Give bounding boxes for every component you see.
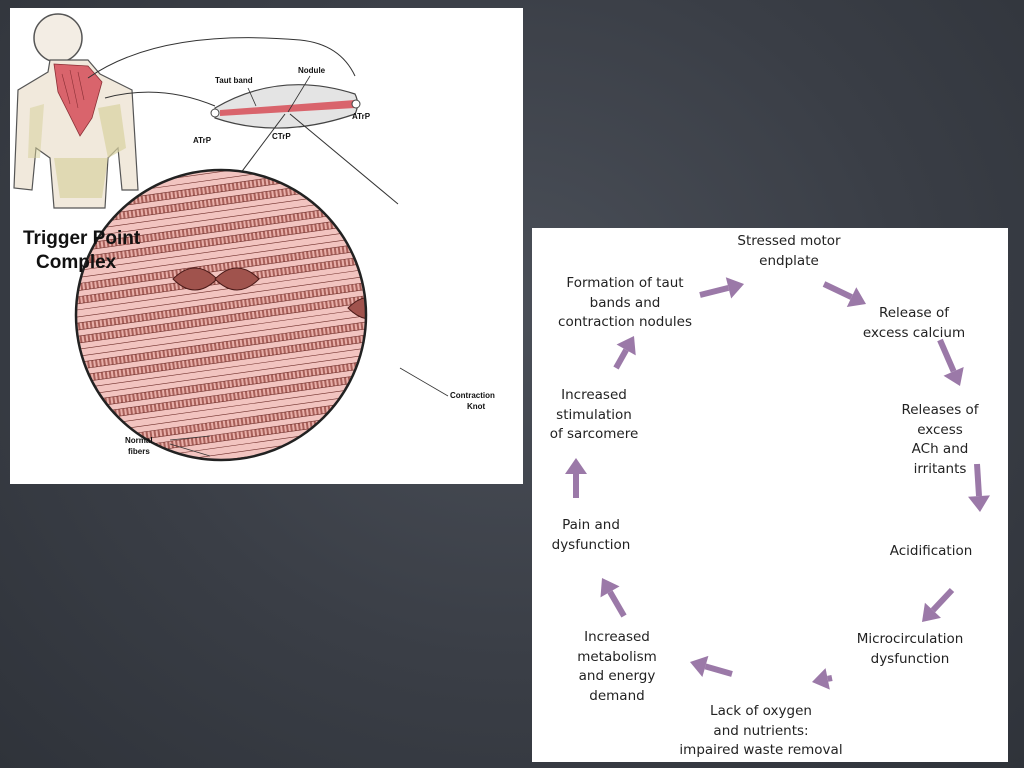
- cycle-arrow-shaft: [607, 590, 627, 618]
- fiber-row: [76, 267, 366, 319]
- cycle-arrow-shaft: [699, 284, 730, 298]
- cycle-arrows: [565, 277, 990, 690]
- figure-title-line-2: Complex: [36, 252, 117, 273]
- trigger-point-illustration: [13, 13, 449, 462]
- taut-band-label: Taut band: [215, 76, 253, 85]
- taut-band-diagram: [210, 75, 361, 129]
- fiber-row: [76, 216, 366, 268]
- contraction-knot-label-2: Knot: [467, 402, 486, 411]
- cycle-arrow-head: [600, 578, 620, 598]
- cycle-arrow-head: [725, 277, 744, 299]
- normal-fibers-label-1: Normal: [125, 436, 153, 445]
- cycle-arrow-shaft: [937, 338, 957, 373]
- fiber-row: [76, 306, 366, 358]
- normal-fibers-label-2: fibers: [128, 447, 150, 456]
- figure-title-line-1: Trigger Point: [23, 228, 141, 249]
- fiber-row: [76, 242, 366, 293]
- cycle-arrow-shaft: [930, 587, 955, 613]
- atrp-right-label: ATrP: [352, 112, 371, 121]
- cycle-arrow-head: [846, 287, 866, 308]
- contraction-knot: [347, 379, 366, 403]
- fiber-row: [76, 203, 366, 255]
- fiber-row: [76, 319, 366, 371]
- cycle-arrow-shaft: [822, 281, 853, 300]
- cycle-arrow-shaft: [704, 663, 733, 677]
- cycle-arrow-head: [565, 458, 587, 474]
- fiber-row: [76, 280, 366, 332]
- cycle-arrow-shaft: [613, 348, 629, 370]
- contraction-knot-label-1: Contraction: [450, 391, 495, 400]
- fiber-row: [76, 293, 366, 345]
- node-acidification: Acidification: [889, 543, 973, 559]
- atrp-left-label: ATrP: [193, 136, 212, 145]
- cycle-arrow-head: [690, 655, 709, 677]
- contraction-knot: [388, 338, 432, 360]
- cycle-arrow-head: [943, 366, 964, 386]
- trigger-point-figure: Trigger Point Complex Taut band Nodule A…: [10, 8, 523, 484]
- cycle-arrow-head: [812, 668, 830, 690]
- human-figure: [13, 13, 139, 209]
- nodule-label: Nodule: [298, 66, 326, 75]
- cycle-arrow-shaft: [974, 463, 982, 497]
- fiber-row: [76, 229, 366, 280]
- contraction-knot: [347, 296, 366, 320]
- contraction-knot: [214, 267, 260, 291]
- cycle-arrow-head: [968, 495, 990, 512]
- cycle-arrow-shaft: [827, 675, 833, 682]
- ctrp-label: CTrP: [272, 132, 291, 141]
- magnified-fibers: [74, 168, 432, 462]
- cycle-arrow-head: [616, 336, 636, 356]
- cycle-arrow-head: [922, 602, 941, 622]
